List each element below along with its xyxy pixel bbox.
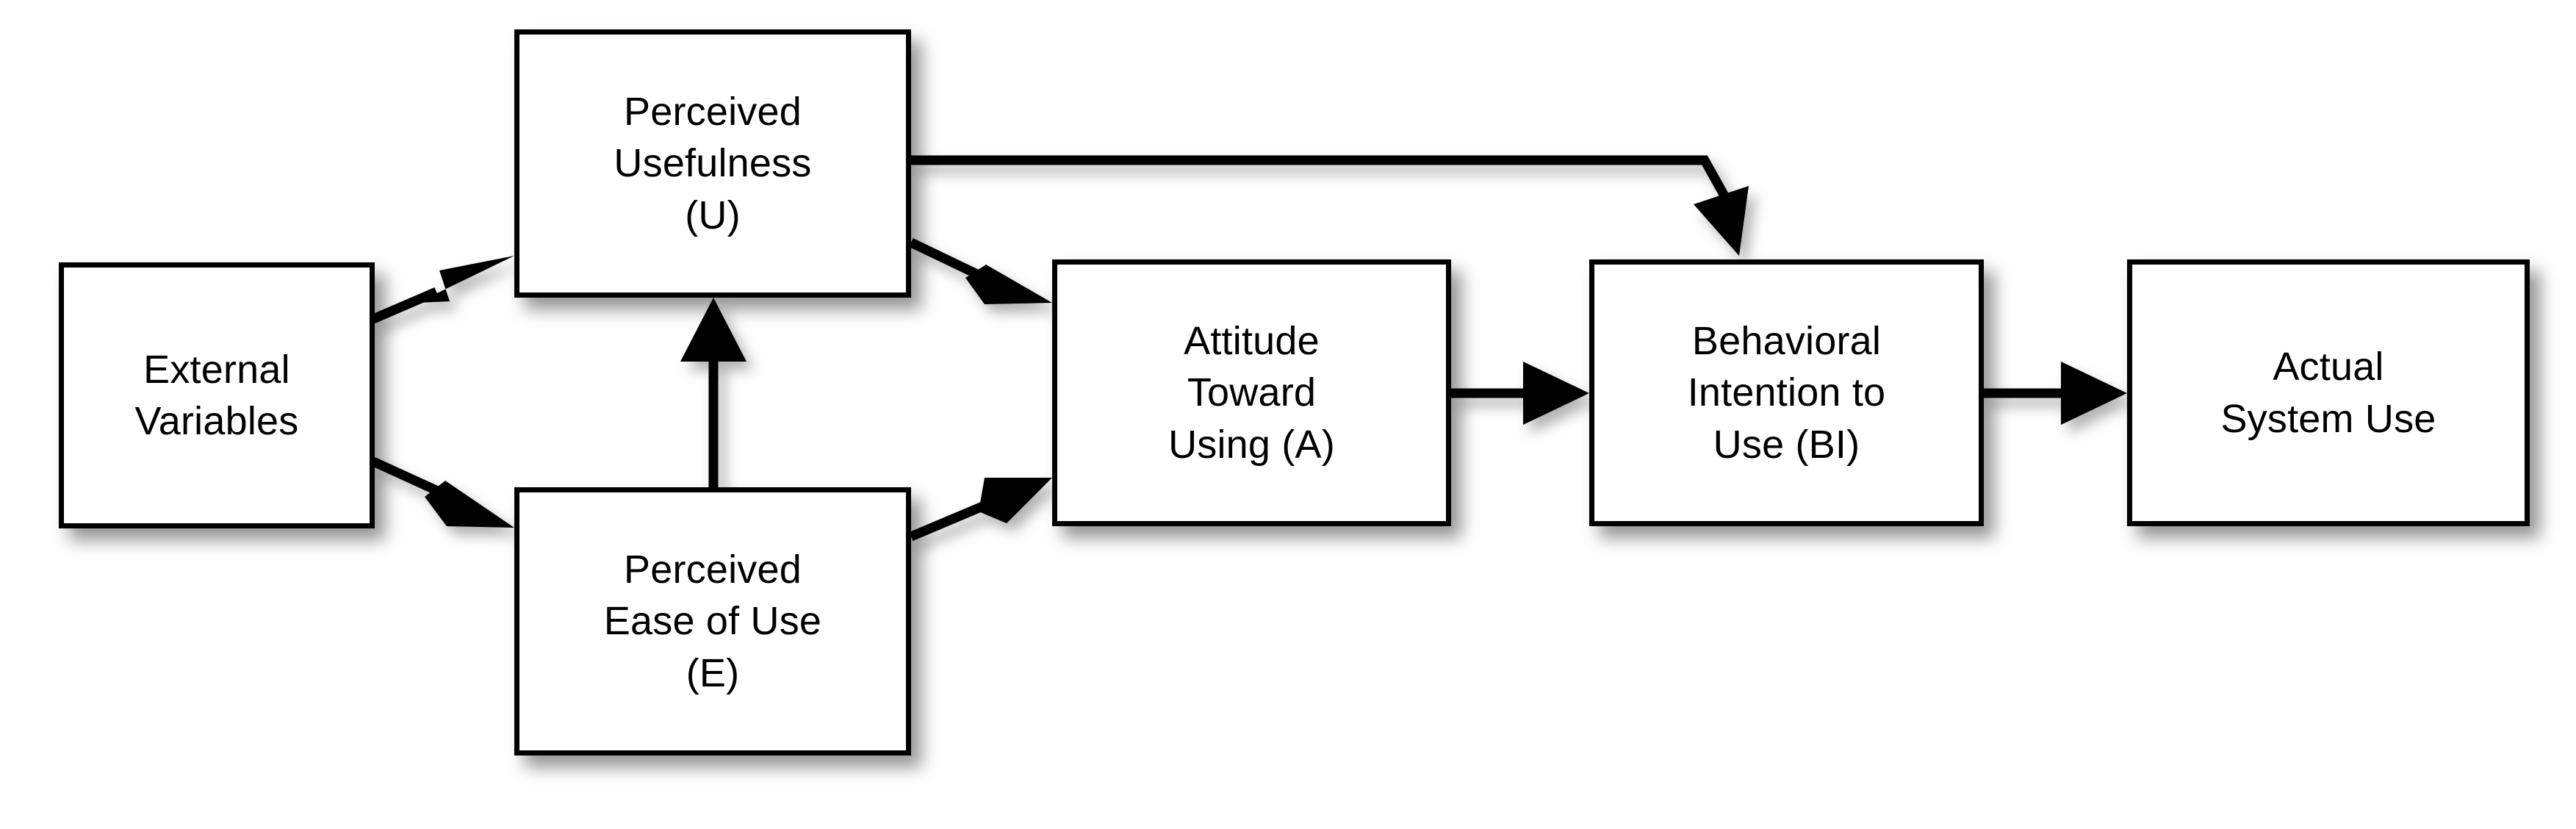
arrow-external-to-ease-of-use xyxy=(371,457,514,528)
node-label-perceived-ease-of-use: Perceived Ease of Use (E) xyxy=(603,548,822,695)
node-label-behavioral-intention-to-use: Behavioral Intention to Use (BI) xyxy=(1687,319,1886,467)
node-behavioral-intention-to-use[interactable]: Behavioral Intention to Use (BI) xyxy=(1589,259,1984,526)
node-attitude-toward-using[interactable]: Attitude Toward Using (A) xyxy=(1052,259,1451,526)
arrow-attitude-to-behavioral-intention xyxy=(1451,362,1589,425)
node-external-variables[interactable]: External Variables xyxy=(59,262,375,528)
node-label-attitude-toward-using: Attitude Toward Using (A) xyxy=(1168,319,1335,467)
arrow-usefulness-to-behavioral-intention xyxy=(911,155,1749,256)
node-perceived-usefulness[interactable]: Perceived Usefulness (U) xyxy=(514,29,911,298)
node-perceived-ease-of-use[interactable]: Perceived Ease of Use (E) xyxy=(514,487,911,756)
arrow-external-to-usefulness xyxy=(371,256,514,323)
node-actual-system-use[interactable]: Actual System Use xyxy=(2127,259,2530,526)
arrow-ease-of-use-to-attitude xyxy=(909,478,1052,541)
arrow-ease-of-use-to-usefulness xyxy=(680,298,746,487)
node-label-external-variables: External Variables xyxy=(134,347,299,443)
node-label-perceived-usefulness: Perceived Usefulness (U) xyxy=(614,90,812,237)
arrow-usefulness-to-attitude xyxy=(909,238,1052,304)
node-label-actual-system-use: Actual System Use xyxy=(2220,345,2436,441)
arrow-behavioral-intention-to-actual-use xyxy=(1984,362,2127,425)
